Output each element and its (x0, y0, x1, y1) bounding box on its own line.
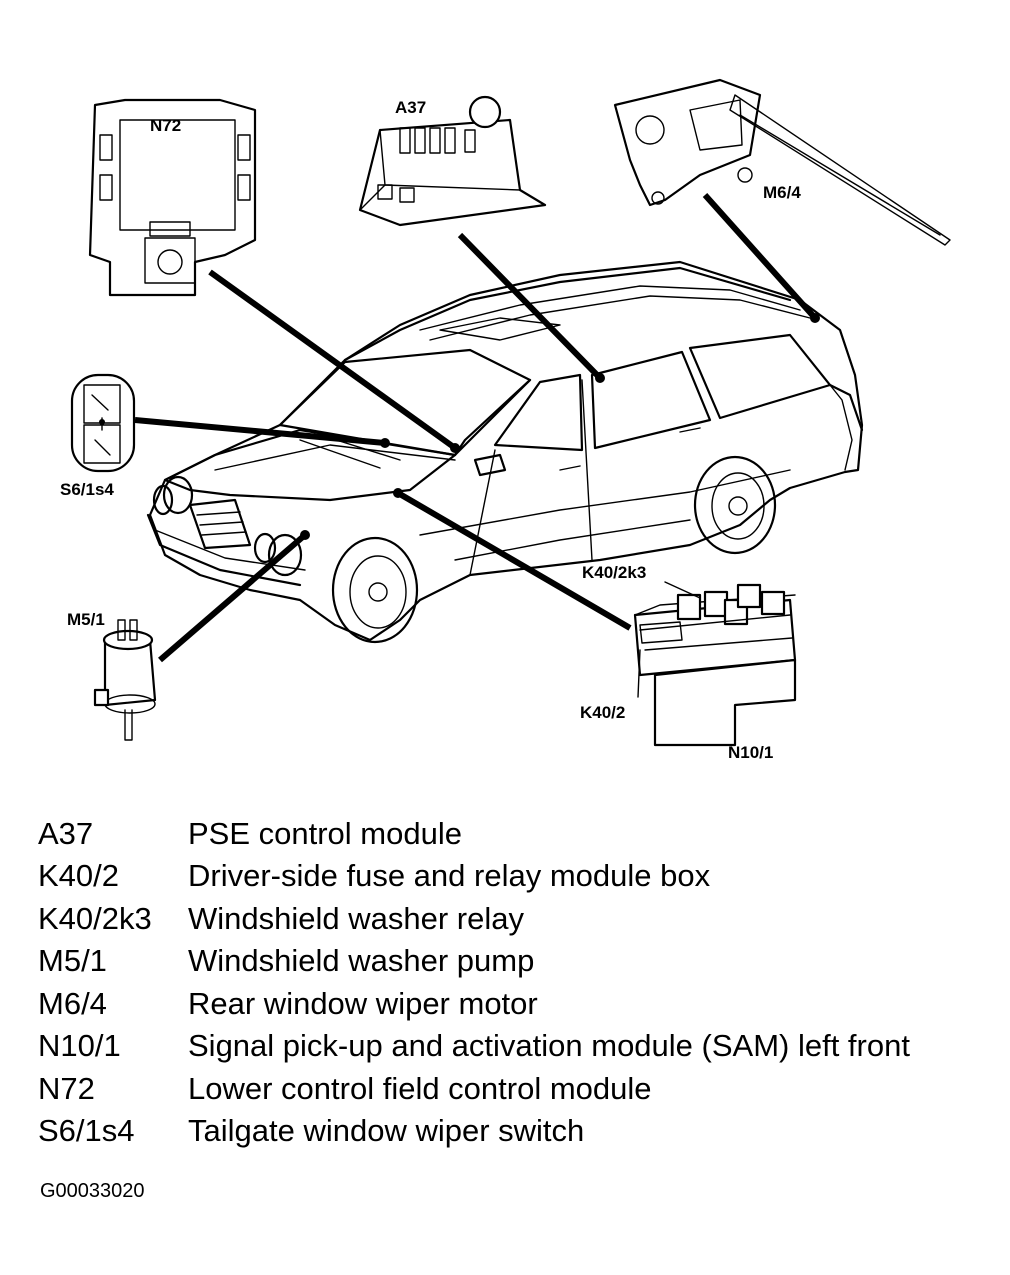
a37-pse-module-illustration (358, 95, 547, 227)
legend-row: M6/4 Rear window wiper motor (38, 982, 998, 1025)
callout-k40-2: K40/2 (580, 703, 625, 722)
leader-a37 (457, 232, 603, 381)
legend-row: K40/2k3 Windshield washer relay (38, 897, 998, 940)
legend-description: Lower control field control module (188, 1070, 652, 1106)
callout-m5-1: M5/1 (67, 610, 105, 629)
legend-code: N72 (38, 1070, 95, 1106)
legend-row: N72 Lower control field control module (38, 1067, 998, 1110)
legend-description: Tailgate window wiper switch (188, 1113, 585, 1149)
callout-n72: N72 (150, 116, 181, 135)
component-location-diagram: N72 A37 M6/4 S6/1s4 (60, 78, 951, 762)
legend-row: A37 PSE control module (38, 812, 998, 855)
legend-description: Driver-side fuse and relay module box (188, 858, 711, 894)
callout-k40-2k3: K40/2k3 (582, 563, 646, 582)
legend-code: M5/1 (38, 943, 107, 979)
legend-description: Windshield washer pump (188, 943, 535, 979)
leader-lines (134, 193, 820, 698)
s6-1s4-wiper-switch-illustration (70, 373, 136, 473)
leader-n72 (208, 269, 457, 451)
station-wagon-illustration (146, 260, 864, 644)
figure-id: G00033020 (40, 1180, 145, 1202)
leader-k40-2 (396, 490, 632, 631)
legend-description: Rear window wiper motor (188, 985, 538, 1021)
callout-s6-1s4: S6/1s4 (60, 480, 114, 499)
leader-k40-2k3 (664, 581, 701, 599)
n72-control-module-illustration (88, 98, 257, 297)
legend-code: A37 (38, 815, 94, 851)
legend-description: Signal pick-up and activation module (SA… (188, 1028, 910, 1064)
m5-1-washer-pump-illustration (93, 619, 157, 741)
m6-4-wiper-motor-illustration (613, 78, 951, 246)
legend-code: K40/2 (38, 858, 120, 894)
legend-code: M6/4 (38, 985, 107, 1021)
legend-code: S6/1s4 (38, 1113, 135, 1149)
legend-row: M5/1 Windshield washer pump (38, 940, 998, 983)
leader-k40-2-small (637, 649, 641, 698)
leader-m5-1 (158, 532, 307, 663)
legend-row: K40/2 Driver-side fuse and relay module b… (38, 855, 998, 898)
callout-a37: A37 (395, 98, 426, 117)
callout-m6-4: M6/4 (763, 183, 801, 202)
legend-row: S6/1s4 Tailgate window wiper switch (38, 1110, 998, 1153)
legend-description: Windshield washer relay (188, 900, 524, 936)
k40-2-fuse-box-illustration (633, 583, 797, 747)
legend-row: N10/1 Signal pick-up and activation modul… (38, 1025, 998, 1068)
legend-code: N10/1 (38, 1028, 121, 1064)
leader-s6-1s4 (134, 417, 386, 446)
legend-code: K40/2k3 (38, 900, 152, 936)
leader-m6-4 (702, 193, 818, 320)
callout-n10-1: N10/1 (728, 743, 773, 762)
legend-description: PSE control module (188, 815, 462, 851)
